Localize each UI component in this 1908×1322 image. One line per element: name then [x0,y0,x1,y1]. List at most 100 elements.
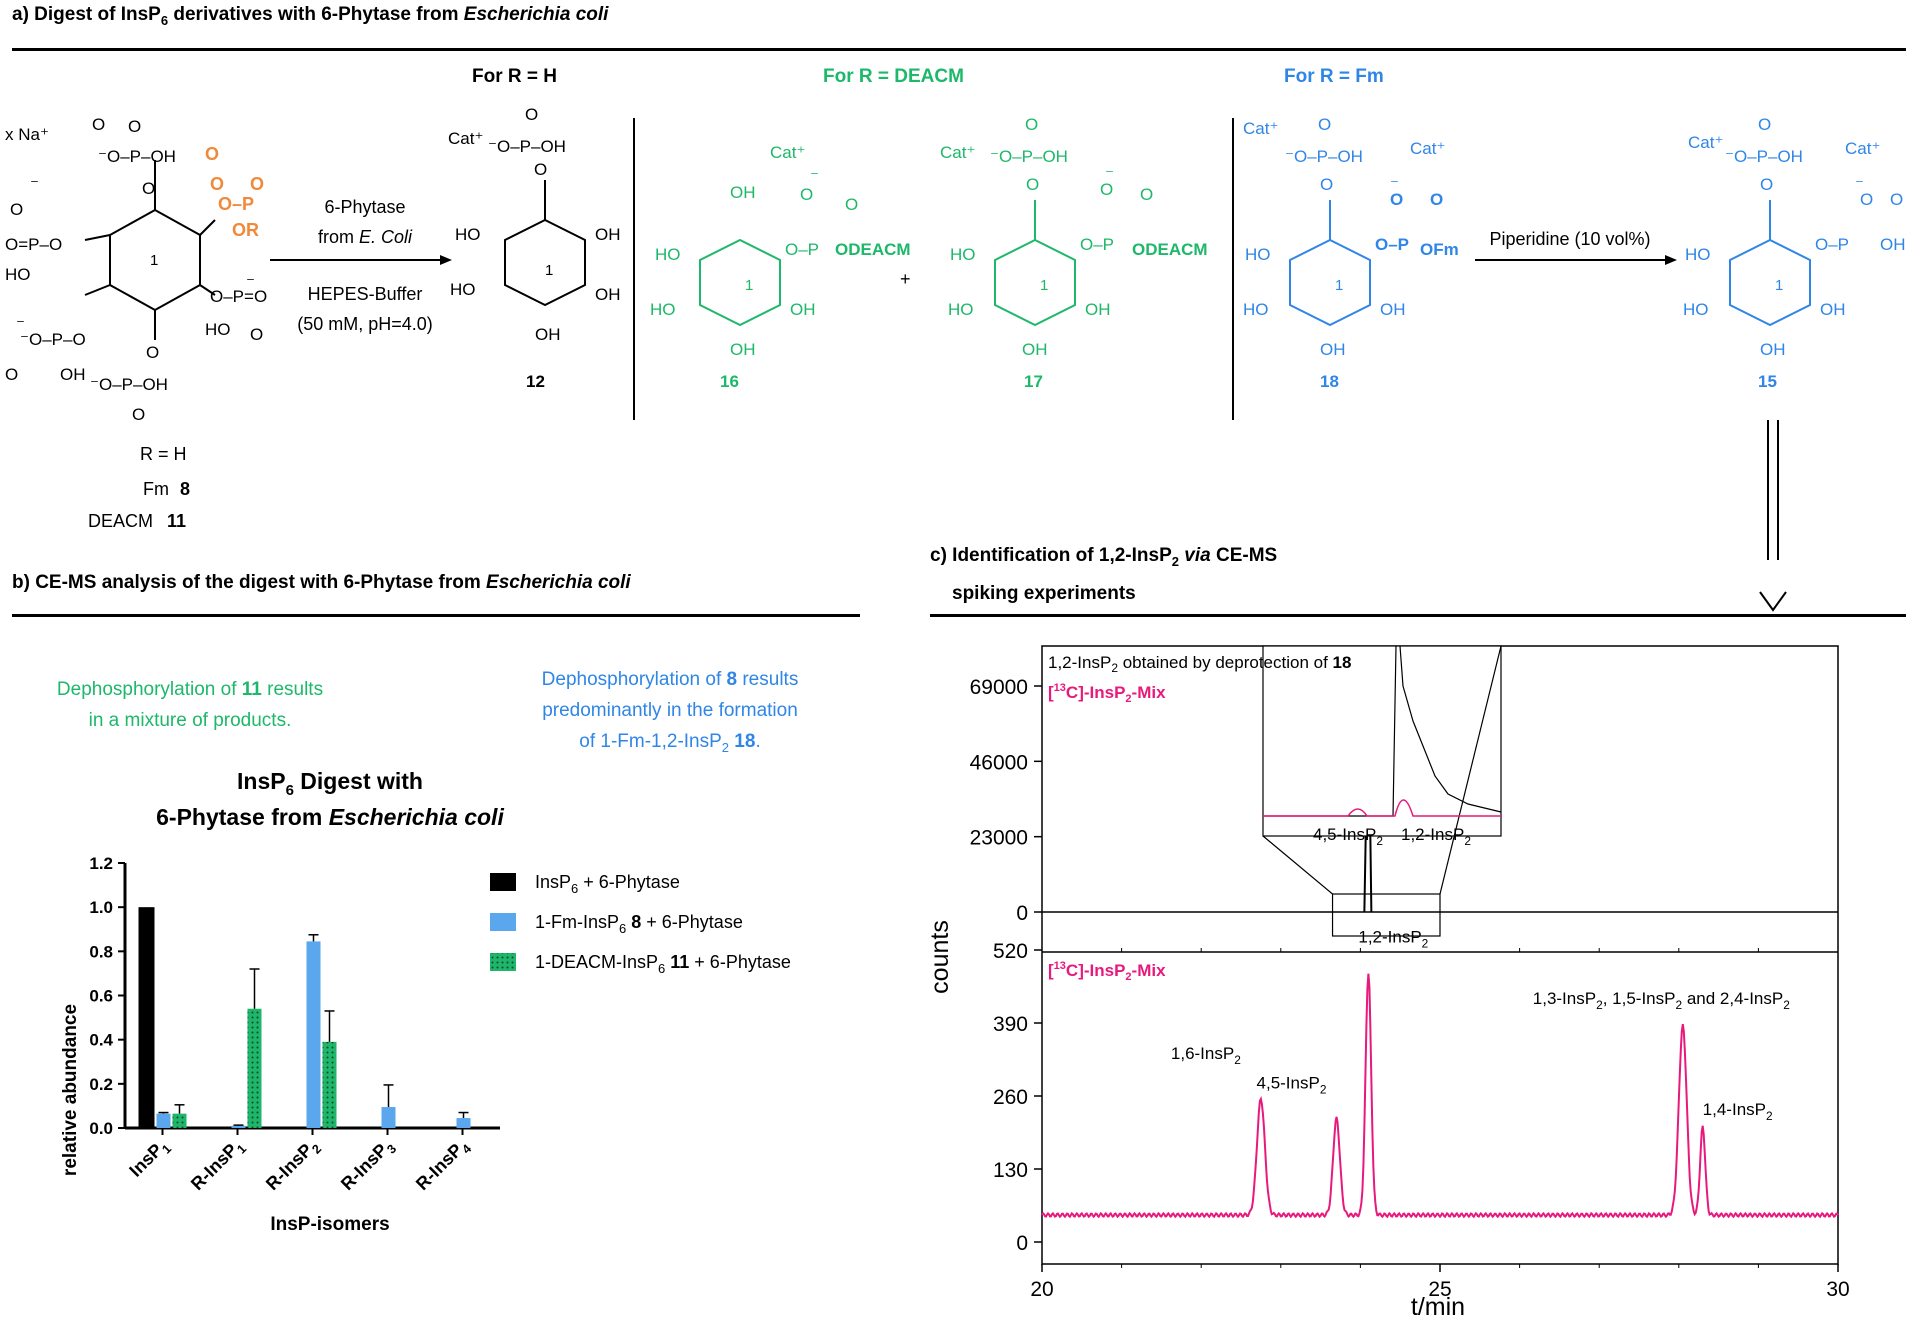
svg-text:1: 1 [745,277,753,294]
section-c-rule [930,614,1906,617]
bar [231,1125,246,1128]
svg-text:⁻: ⁻ [810,167,819,186]
ce-bottom-y-tick-label: 0 [1016,1232,1028,1255]
ce-bottom-y-tick-label: 390 [993,1013,1028,1036]
svg-text:Cat⁺: Cat⁺ [1243,119,1278,138]
section-b-title: b) CE-MS analysis of the digest with 6-P… [12,572,631,593]
ce-top-y-tick-label: 23000 [970,827,1028,850]
ce-peak-label: 1,2-InsP2 [1358,927,1428,950]
svg-text:1: 1 [150,252,158,269]
bar-x-tick-label: R-InsP4 [412,1135,474,1197]
bar-chart-bars [138,907,471,1128]
svg-text:⁻: ⁻ [30,175,39,194]
svg-text:HO: HO [948,300,974,319]
svg-text:ODEACM: ODEACM [1132,240,1208,259]
reagent-line-2: from E. Coli [318,227,413,247]
bar [247,1008,262,1128]
reagent-line-1: 6-Phytase [324,197,405,217]
bar-y-tick-label: 0.2 [89,1075,113,1094]
svg-text:OH: OH [595,285,621,304]
svg-text:O: O [800,185,813,204]
svg-text:HO: HO [5,265,31,284]
svg-text:HO: HO [950,245,976,264]
ce-top-y-tick-label: 69000 [970,676,1028,699]
legend-entry: 1-Fm-InsP6 8 + 6-Phytase [535,912,743,936]
svg-text:O: O [1430,190,1443,209]
compound-16-structure [699,238,781,327]
note-deacm: Dephosphorylation of 11 results in a mix… [56,679,324,731]
legend-entry: InsP6 + 6-Phytase [535,872,680,896]
svg-text:O: O [92,115,105,134]
svg-text:O: O [1890,190,1903,209]
svg-text:O: O [132,405,145,424]
bar [138,907,155,1128]
compound-16-label: 16 [720,372,739,391]
svg-text:OFm: OFm [1420,240,1459,259]
bar-chart-ylabel: relative abundance [60,1004,81,1176]
reagent-line-4: (50 mM, pH=4.0) [297,314,433,334]
compound-17-label: 17 [1024,372,1043,391]
bar-x-tick-label: InsP1 [125,1135,174,1184]
deprotection-reagent: Piperidine (10 vol%) [1489,229,1650,249]
svg-text:Fm: Fm [143,479,169,499]
svg-text:O: O [845,195,858,214]
svg-text:O: O [1758,115,1771,134]
ce-ylabel: counts [926,920,954,994]
svg-text:HO: HO [650,300,676,319]
svg-text:O–P: O–P [218,194,254,214]
ce-top-y-tick-label: 0 [1016,902,1028,925]
ce-bottom-y-tick-label: 260 [993,1086,1028,1109]
svg-text:HO: HO [205,320,231,339]
svg-text:OH: OH [535,325,561,344]
svg-text:O: O [128,117,141,136]
svg-text:O: O [1860,190,1873,209]
svg-text:⁻: ⁻ [16,315,25,334]
section-a-rule [12,48,1906,51]
ce-x-tick-label: 30 [1826,1278,1849,1301]
bar [306,941,321,1128]
bar [156,1113,171,1128]
svg-text:O: O [250,325,263,344]
svg-text:Cat⁺: Cat⁺ [1688,133,1723,152]
compound-17-structure [994,200,1076,327]
compound-15-structure [1729,200,1811,327]
compound-18-structure [1289,200,1371,327]
double-arrow-down [1767,420,1779,560]
svg-text:O–P: O–P [785,240,819,259]
svg-text:x Na⁺: x Na⁺ [5,125,49,144]
svg-text:DEACM: DEACM [88,511,153,531]
r-group-list: R = H Fm 8 DEACM 11 [88,444,190,531]
ce-peak-label: 1,3-InsP2, 1,5-InsP2 and 2,4-InsP2 [1533,989,1790,1012]
section-b-rule [12,614,860,617]
ce-mix-label: [13C]-InsP2-Mix [1048,682,1166,705]
svg-text:O: O [1390,190,1403,209]
bar [172,1113,187,1128]
bar-chart-title-l2: 6-Phytase from Escherichia coli [156,804,504,830]
section-a-title: a) Digest of InsP6 derivatives with 6-Ph… [12,4,609,28]
ce-bottom-y-tick-label: 520 [993,940,1028,963]
svg-text:OH: OH [790,300,816,319]
svg-text:O: O [10,200,23,219]
svg-text:OH: OH [1320,340,1346,359]
svg-text:O: O [5,365,18,384]
compound-12-structure [504,180,586,307]
legend-swatch [490,873,516,891]
svg-text:OH: OH [1085,300,1111,319]
svg-text:O: O [146,343,159,362]
svg-text:OH: OH [1380,300,1406,319]
bar-chart-xlabel: InsP-isomers [270,1214,389,1235]
compound-18-label: 18 [1320,372,1339,391]
svg-text:O: O [205,144,219,164]
svg-text:Cat⁺: Cat⁺ [1845,139,1880,158]
bar [456,1118,471,1128]
compound-12-label: 12 [526,372,545,391]
ce-x-tick-label: 20 [1030,1278,1053,1301]
legend-swatch [490,913,516,931]
ce-inset-trace-pink [1263,799,1501,817]
svg-text:OH: OH [60,365,86,384]
svg-text:OR: OR [232,220,259,240]
svg-text:OH: OH [1022,340,1048,359]
